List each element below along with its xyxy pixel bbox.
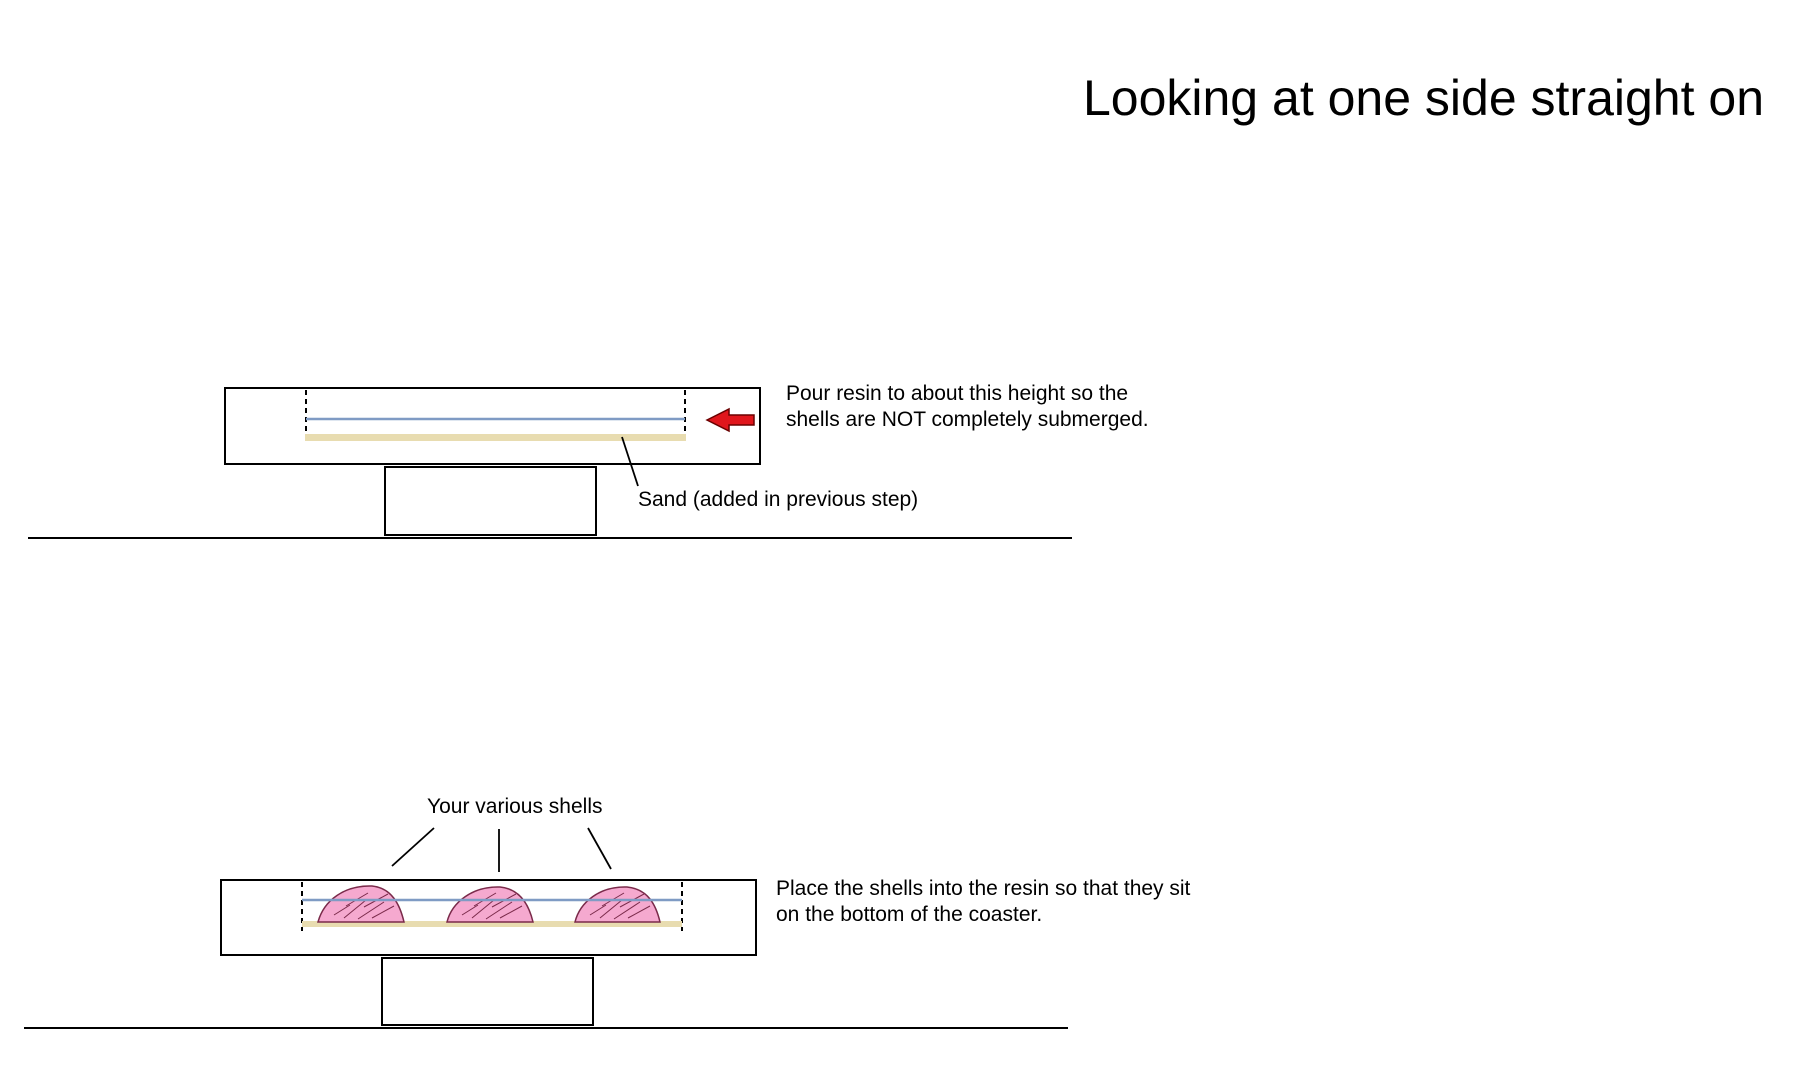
step1-diagram [28,387,1072,539]
step2-shell-leader-right [587,827,612,870]
step1-sand-layer [305,434,686,441]
shell-icon [574,886,661,923]
pour-resin-note-line1: Pour resin to about this height so the [786,382,1129,405]
place-shells-note-line2: on the bottom of the coaster. [776,903,1043,926]
shell-icon [446,886,534,923]
step1-mold [224,387,761,465]
step2-sand-layer [302,921,682,927]
pour-resin-note-line2: shells are NOT completely submerged. [786,408,1149,431]
step1-sand-leader [621,436,639,487]
pour-resin-note: Pour resin to about this height so the s… [786,381,1149,433]
page-title: Looking at one side straight on [1082,70,1764,126]
shells-label: Your various shells [427,795,603,818]
step2-diagram [24,827,1068,1029]
place-shells-note: Place the shells into the resin so that … [776,876,1190,928]
sand-label: Sand (added in previous step) [638,488,919,511]
shell-icon [317,885,405,923]
left-arrow-icon [705,407,755,433]
step1-stand [384,466,597,536]
step2-shell-leader-left [391,827,435,867]
step2-stand [381,957,594,1026]
place-shells-note-line1: Place the shells into the resin so that … [776,877,1191,900]
